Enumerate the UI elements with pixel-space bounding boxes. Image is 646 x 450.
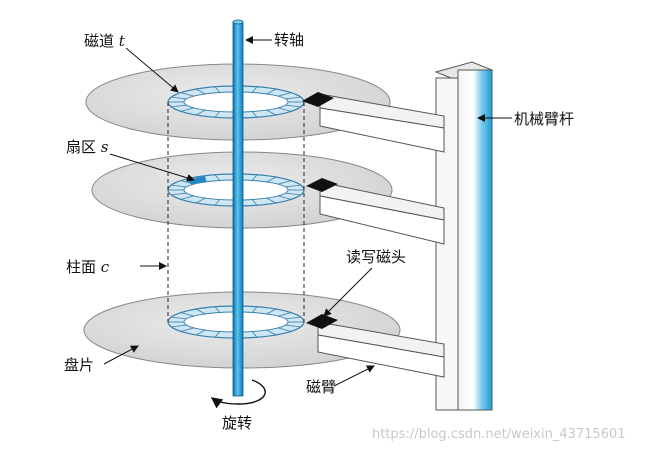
sector-tick: [171, 104, 187, 108]
sector-tick: [214, 174, 221, 181]
sector-tick: [285, 104, 301, 108]
cylinder-label: 柱面 c: [66, 258, 110, 276]
sector-tick: [277, 327, 292, 332]
sector-tick: [214, 199, 221, 206]
rotation-label: 旋转: [222, 414, 252, 432]
sector-tick: [285, 184, 301, 188]
sector-tick: [180, 92, 195, 97]
platter-label: 盘片: [64, 356, 94, 374]
sector-tick: [285, 192, 301, 196]
sector-tick: [214, 111, 221, 118]
arm-top: [319, 93, 445, 153]
sector-tick: [266, 176, 277, 183]
read-write-head-label: 读写磁头: [346, 248, 406, 266]
spindle: [232, 19, 244, 397]
sector-tick: [195, 329, 206, 336]
read-write-head-bottom: [306, 314, 338, 329]
sector-tick: [285, 316, 301, 320]
arm-assembly-label: 机械臂杆: [514, 110, 574, 128]
arm-label: 磁臂: [306, 378, 336, 396]
sector-tick: [214, 306, 221, 313]
sector-tick: [251, 111, 258, 118]
sector-tick: [214, 331, 221, 338]
sector-tick: [195, 308, 206, 315]
sector-tick: [266, 88, 277, 95]
sector-tick: [180, 107, 195, 112]
sector-divisions: [168, 86, 304, 338]
sector-tick: [285, 324, 301, 328]
sector-tick: [251, 86, 258, 93]
sector-tick: [171, 324, 187, 328]
sector-tick: [277, 195, 292, 200]
sector-tick: [180, 195, 195, 200]
arm-bottom: [317, 321, 445, 378]
sector-tick: [214, 86, 221, 93]
leader-lines: [103, 36, 512, 387]
sector-tick: [277, 107, 292, 112]
read-write-head-top: [302, 92, 334, 107]
rotation-arrow-icon: [210, 379, 266, 409]
arm-assembly-post: [434, 61, 494, 411]
track-label: 磁道 t: [84, 32, 126, 50]
sector-tick: [180, 327, 195, 332]
sector-tick: [266, 197, 277, 204]
sector-tick: [277, 92, 292, 97]
sector-tick: [251, 306, 258, 313]
sector-tick: [195, 197, 206, 204]
cylinder-outline: [167, 102, 305, 322]
sector-tick: [266, 109, 277, 116]
sector-tick: [251, 174, 258, 181]
sector-tick: [277, 312, 292, 317]
sector-tick: [171, 96, 187, 100]
spindle-label: 转轴: [274, 31, 304, 49]
sector-tick: [195, 109, 206, 116]
sector-tick: [251, 199, 258, 206]
sector-tick: [180, 180, 195, 185]
sector-tick: [266, 329, 277, 336]
sector-tick: [285, 96, 301, 100]
sector-tick: [171, 184, 187, 188]
sector-tick: [195, 176, 206, 183]
sector-tick: [180, 312, 195, 317]
arm-middle: [319, 181, 445, 245]
sector-tick: [277, 180, 292, 185]
read-write-head-middle: [306, 178, 338, 192]
sector-tick: [195, 88, 206, 95]
sector-tick: [171, 192, 187, 196]
sector-tick: [171, 316, 187, 320]
sector-tick: [266, 308, 277, 315]
sector-label: 扇区 s: [66, 138, 109, 156]
sector-tick: [251, 331, 258, 338]
watermark: https://blog.csdn.net/weixin_43715601: [372, 427, 626, 442]
